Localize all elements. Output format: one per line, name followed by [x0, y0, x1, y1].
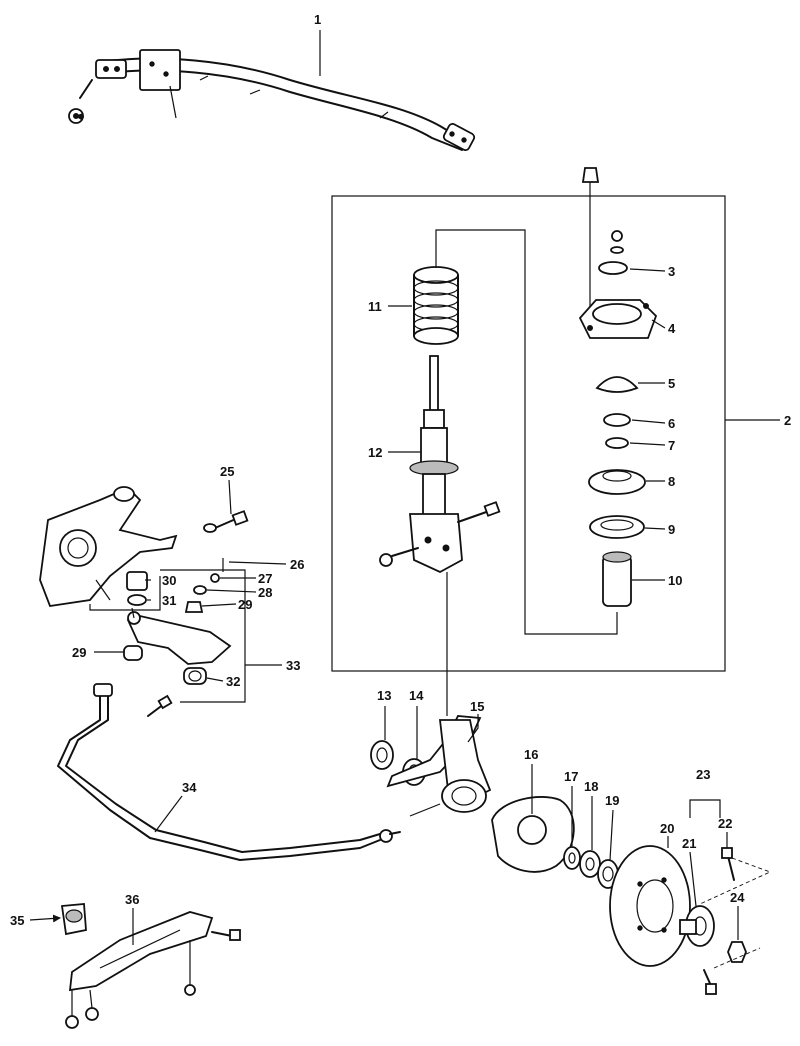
ball-joint-fasteners — [89, 510, 249, 613]
steering-knuckle-left — [39, 486, 178, 607]
callout-24: 24 — [730, 890, 745, 905]
callout-6: 6 — [668, 416, 675, 431]
callout-3: 3 — [668, 264, 675, 279]
callout-5: 5 — [668, 376, 675, 391]
callout-15: 15 — [470, 699, 484, 714]
hub-knuckle-center — [370, 572, 492, 817]
strut-mount-stack — [578, 167, 658, 607]
callout-29-lower: 29 — [72, 645, 86, 660]
brake-disc-and-hub — [609, 845, 772, 995]
callout-leaders — [94, 30, 739, 945]
lower-arm-assembly-bracket — [160, 569, 246, 703]
callout-arrows — [29, 112, 85, 923]
callout-16: 16 — [524, 747, 538, 762]
callout-34: 34 — [182, 780, 197, 795]
strut-assembly-frame — [331, 195, 726, 672]
callout-2: 2 — [784, 413, 791, 428]
callout-23: 23 — [696, 767, 710, 782]
callout-33: 33 — [286, 658, 300, 673]
callout-9: 9 — [668, 522, 675, 537]
callout-19: 19 — [605, 793, 619, 808]
callout-35: 35 — [10, 913, 24, 928]
callout-21: 21 — [682, 836, 696, 851]
callout-11: 11 — [368, 299, 382, 314]
callout-30: 30 — [162, 573, 176, 588]
callout-31: 31 — [162, 593, 176, 608]
lower-crossmember — [65, 911, 241, 1029]
dust-shield — [491, 796, 575, 873]
crossmember-rod — [68, 49, 476, 152]
coil-spring — [413, 266, 459, 345]
callout-labels: 1 2 3 4 5 6 7 8 9 10 11 12 13 14 15 16 1… — [10, 12, 791, 928]
hub-assembly-bracket — [689, 799, 721, 818]
callout-13: 13 — [377, 688, 391, 703]
strut-shock-absorber — [379, 355, 501, 574]
callout-18: 18 — [584, 779, 598, 794]
callout-20: 20 — [660, 821, 674, 836]
callout-25: 25 — [220, 464, 234, 479]
callout-28: 28 — [258, 585, 272, 600]
callout-12: 12 — [368, 445, 382, 460]
lower-control-arm — [123, 607, 232, 685]
callout-29-upper: 29 — [238, 597, 252, 612]
callout-14: 14 — [409, 688, 424, 703]
callout-4: 4 — [668, 321, 676, 336]
callout-1: 1 — [314, 12, 321, 27]
callout-10: 10 — [668, 573, 682, 588]
callout-22: 22 — [718, 816, 732, 831]
callout-36: 36 — [125, 892, 139, 907]
callout-17: 17 — [564, 769, 578, 784]
callout-32: 32 — [226, 674, 240, 689]
callout-26: 26 — [290, 557, 304, 572]
callout-7: 7 — [668, 438, 675, 453]
callout-27: 27 — [258, 571, 272, 586]
callout-8: 8 — [668, 474, 675, 489]
stabilizer-bar — [57, 683, 401, 861]
bushing — [60, 903, 87, 936]
spring-alignment-guide — [435, 229, 618, 635]
